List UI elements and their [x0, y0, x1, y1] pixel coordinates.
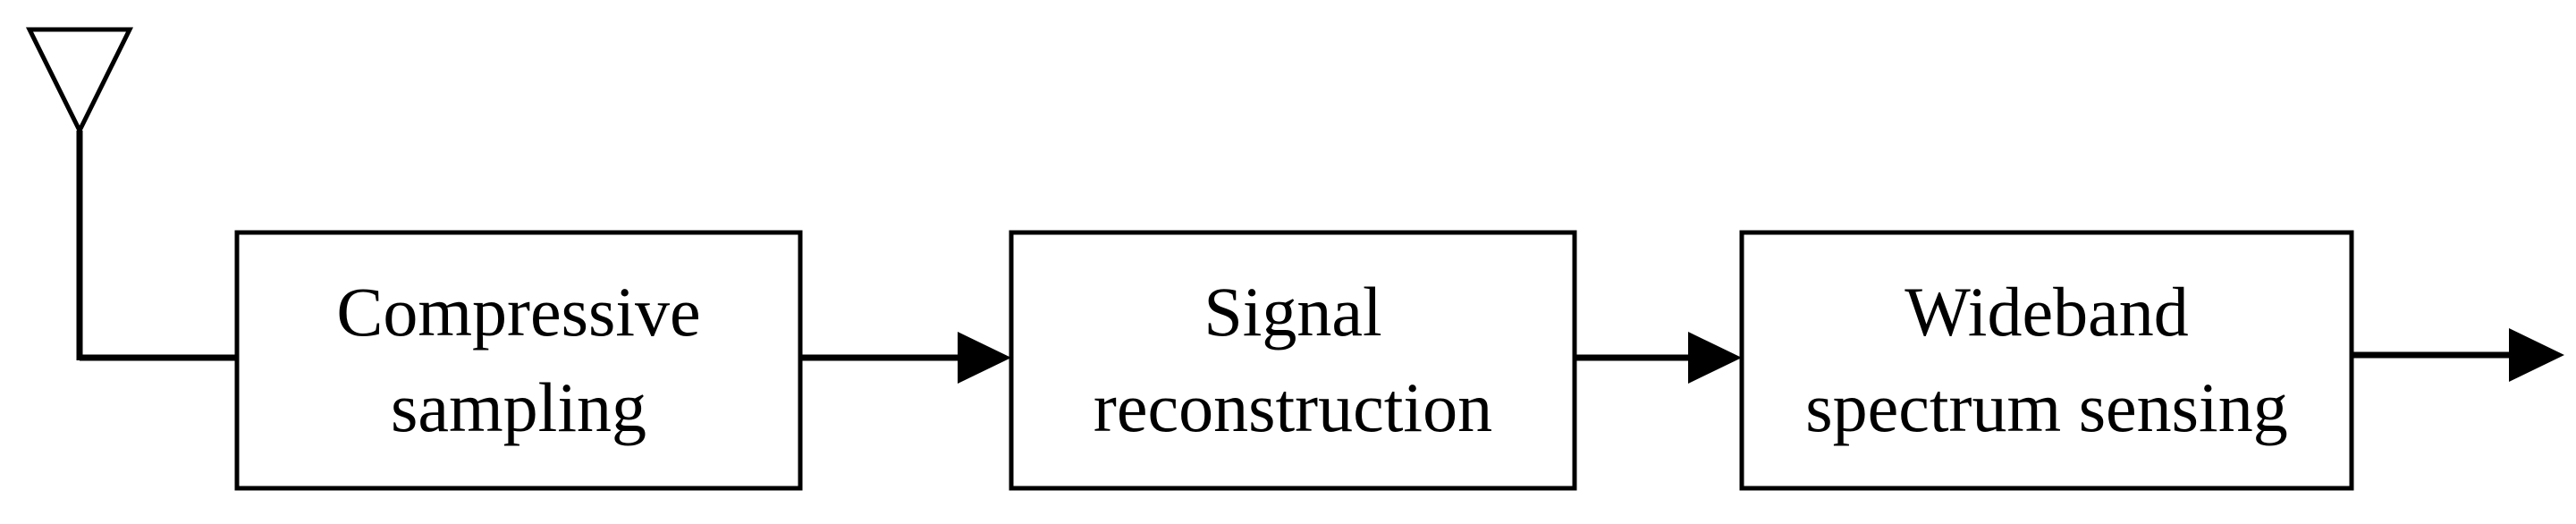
- block-wideband-spectrum-sensing-line1: Wideband: [1905, 273, 2188, 351]
- arrow-output: [2352, 328, 2564, 382]
- arrow-head: [958, 332, 1011, 384]
- block-signal-reconstruction-frame: [1009, 230, 1577, 491]
- block-wideband-spectrum-sensing-frame: [1739, 230, 2354, 491]
- block-wideband-spectrum-sensing: Wideband spectrum sensing: [1739, 230, 2354, 491]
- arrow-head: [2509, 328, 2564, 382]
- arrow-reconstruction-to-sensing: [1575, 332, 1742, 384]
- arrow-sampling-to-reconstruction: [800, 332, 1011, 384]
- antenna-icon: [25, 27, 134, 360]
- block-signal-reconstruction-line1: Signal: [1204, 273, 1381, 351]
- block-compressive-sampling-line1: Compressive: [336, 273, 700, 351]
- block-compressive-sampling: Compressive sampling: [234, 230, 803, 491]
- block-wideband-spectrum-sensing-line2: spectrum sensing: [1805, 368, 2287, 446]
- block-signal-reconstruction: Signal reconstruction: [1009, 230, 1577, 491]
- block-compressive-sampling-line2: sampling: [391, 368, 646, 446]
- block-signal-reconstruction-line2: reconstruction: [1094, 368, 1492, 446]
- block-compressive-sampling-frame: [234, 230, 803, 491]
- arrow-head: [1688, 332, 1742, 384]
